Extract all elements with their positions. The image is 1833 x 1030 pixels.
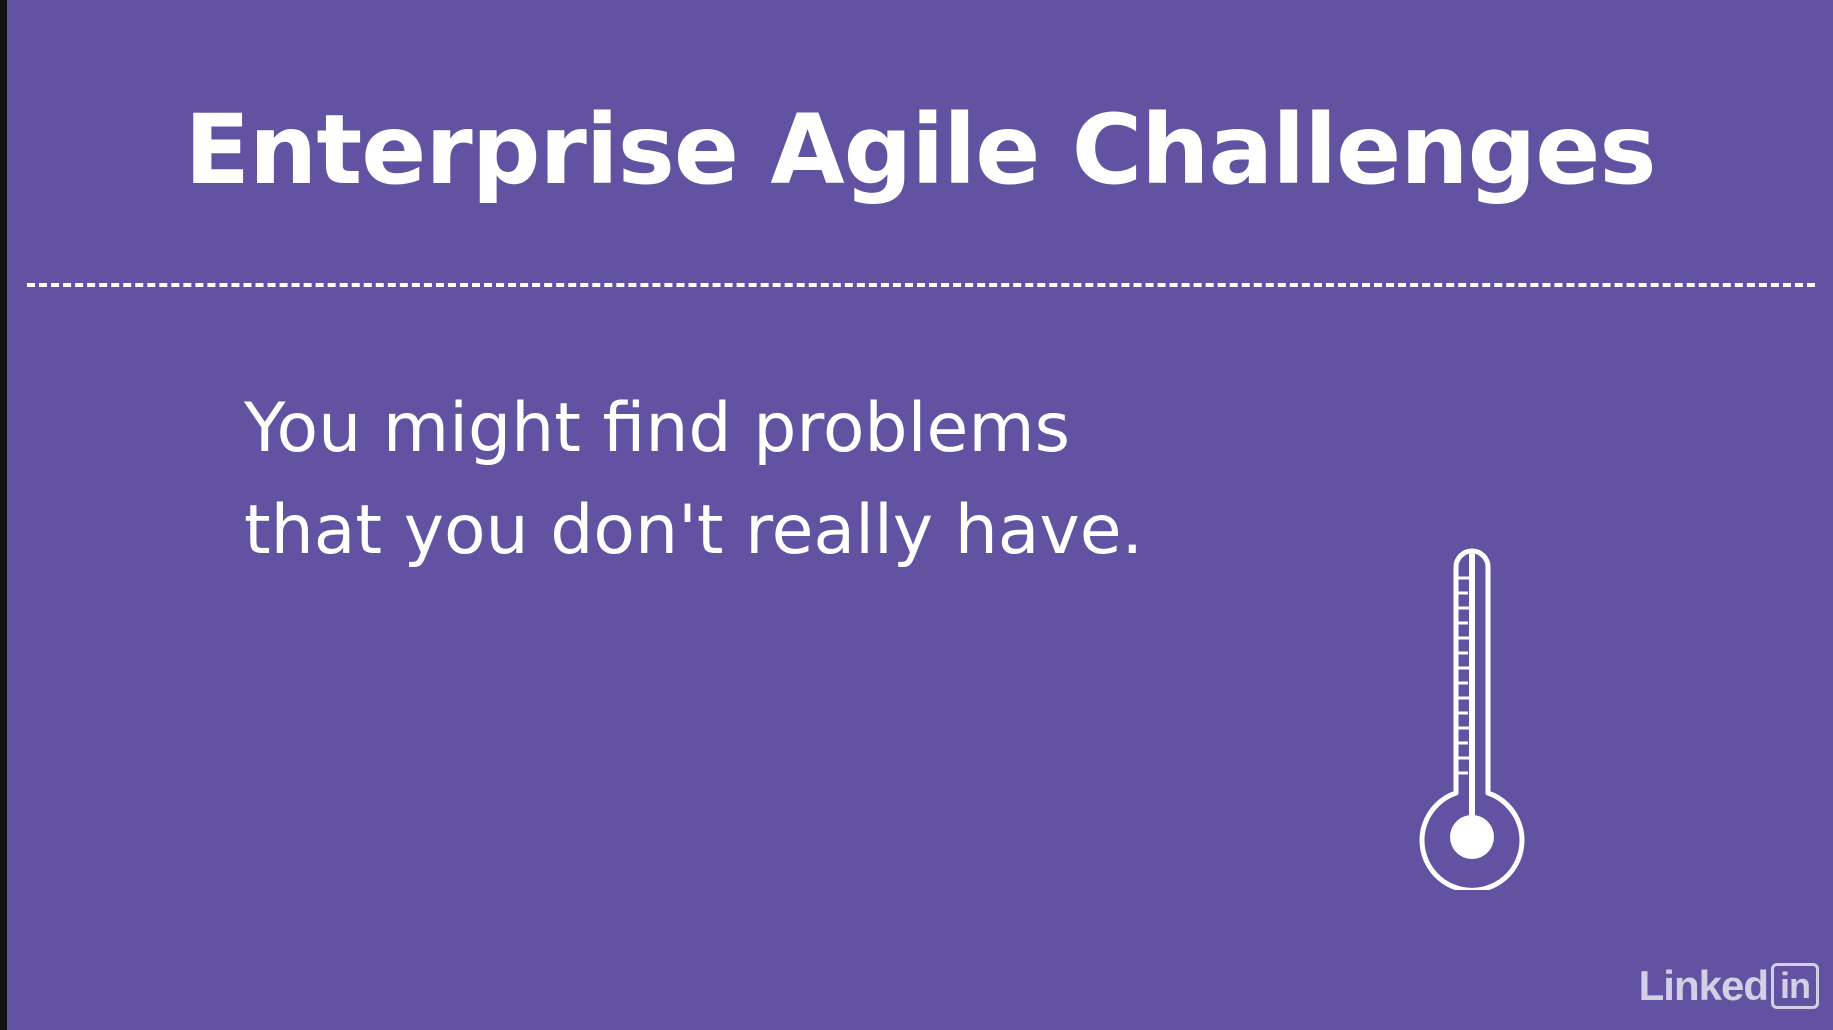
logo-text: Linked — [1638, 962, 1769, 1009]
logo-in-box: in — [1771, 963, 1819, 1009]
slide: Enterprise Agile Challenges You might fi… — [7, 0, 1833, 1030]
body-line-2: that you don't really have. — [244, 491, 1144, 570]
slide-title: Enterprise Agile Challenges — [184, 94, 1656, 206]
thermometer-icon — [1419, 548, 1525, 890]
linkedin-logo: Linked in — [1639, 962, 1819, 1010]
dashed-divider — [27, 283, 1815, 287]
slide-body-text: You might find problems that you don't r… — [244, 378, 1143, 582]
body-line-1: You might find problems — [244, 389, 1070, 468]
